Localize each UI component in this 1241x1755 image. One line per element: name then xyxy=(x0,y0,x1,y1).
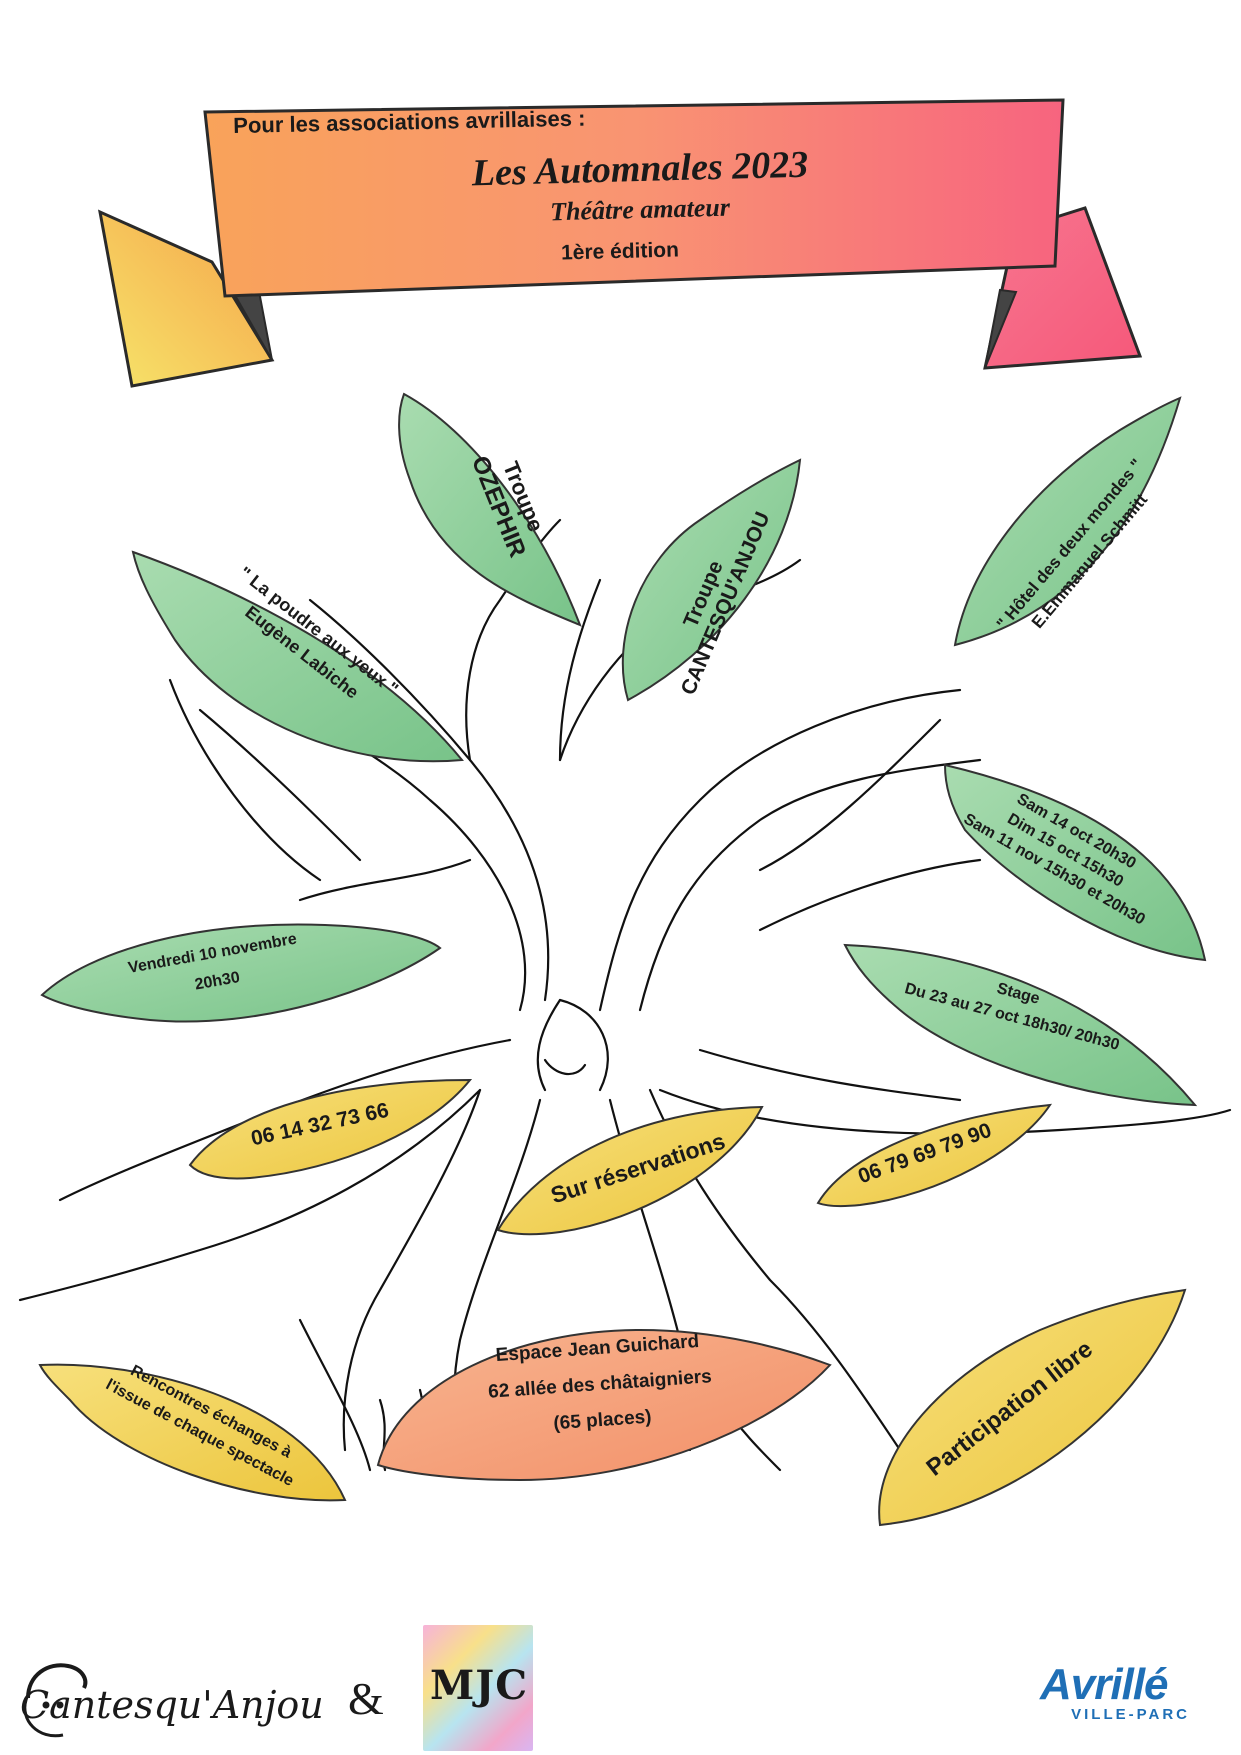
avrille-logo-name: Avrillé xyxy=(1040,1660,1169,1709)
leaf-rencontres xyxy=(38,1363,347,1502)
leaf-phone2 xyxy=(816,1103,1053,1208)
cantesqu-anjou-logo-text: Cantesqu'Anjou xyxy=(20,1683,324,1727)
leaf-ozephir xyxy=(398,392,582,627)
leaf-vendredi xyxy=(40,923,442,1023)
cantesqu-anjou-logo xyxy=(23,1663,88,1738)
leaf-phone1 xyxy=(188,1078,473,1180)
leaf-cantesquanjou xyxy=(621,458,802,702)
leaf-stage xyxy=(843,943,1198,1107)
mjc-logo xyxy=(423,1625,533,1751)
mjc-logo-text: MJC xyxy=(430,1662,529,1709)
leaf-reservations xyxy=(496,1105,764,1236)
leaf-hotel xyxy=(953,396,1182,647)
leaf-lieu xyxy=(376,1328,832,1482)
leaf-participation xyxy=(878,1288,1187,1527)
leaf-poudre xyxy=(131,550,464,763)
leaf-dates xyxy=(943,763,1207,962)
banner-ribbon xyxy=(98,98,1143,388)
avrille-logo: Avrillé VILLE-PARC xyxy=(1040,1660,1200,1723)
ampersand: & xyxy=(348,1673,384,1724)
avrille-logo-sub: VILLE-PARC xyxy=(1071,1706,1190,1723)
